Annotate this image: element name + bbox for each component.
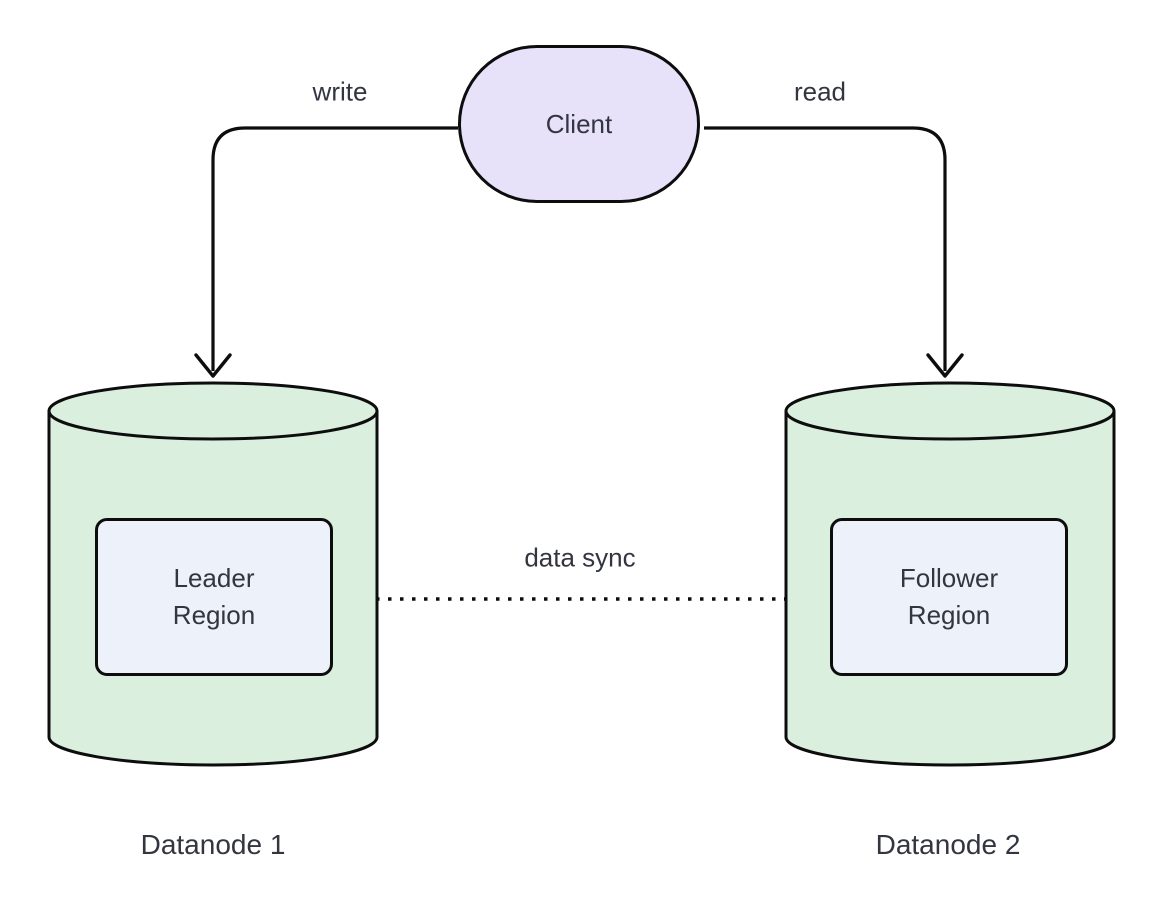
- write-edge: [211, 126, 458, 371]
- datanode2-caption: Datanode 2: [875, 829, 1021, 860]
- read-edge: [704, 126, 947, 371]
- write-arrowhead-icon: [194, 353, 232, 378]
- datanode1-caption: Datanode 1: [140, 829, 286, 860]
- leader-region-node: Leader Region: [95, 518, 333, 676]
- follower-region-node: Follower Region: [830, 518, 1068, 676]
- client-node-label: Client: [545, 108, 613, 139]
- follower-region-label-line1: Follower: [899, 563, 999, 593]
- cylinder-top-arc: [784, 410, 1116, 441]
- write-edge-label: write: [307, 76, 373, 108]
- leader-region-label-line2: Region: [172, 600, 256, 630]
- leader-region-label-line1: Leader: [173, 563, 255, 593]
- read-arrowhead-icon: [926, 353, 964, 378]
- cylinder-top-arc: [47, 410, 379, 441]
- read-edge-label: read: [788, 76, 852, 108]
- follower-region-label-line2: Region: [907, 600, 991, 630]
- data-sync-edge-label: data sync: [519, 542, 641, 574]
- client-node: Client: [458, 45, 700, 203]
